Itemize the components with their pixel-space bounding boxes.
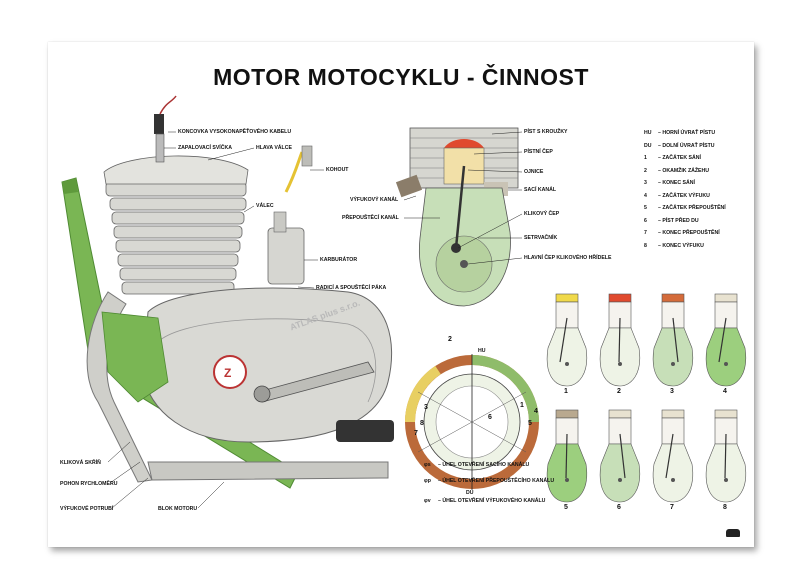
label-spark-cap: KONCOVKA VYSOKONAPĚŤOVÉHO KABELU bbox=[178, 129, 292, 135]
legend-row: HU– HORNÍ ÚVRAŤ PÍSTU bbox=[644, 130, 716, 136]
label-piston-rings: PÍST S KROUŽKY bbox=[524, 129, 568, 135]
timing-mark-7: 7 bbox=[414, 430, 418, 437]
label-main-pin: HLAVNÍ ČEP KLIKOVÉHO HŘÍDELE bbox=[524, 255, 612, 261]
timing-legend-intake: φs– ÚHEL OTEVŘENÍ SACÍHO KANÁLU bbox=[424, 462, 530, 468]
label-crankcase: KLIKOVÁ SKŘÍŇ bbox=[60, 460, 101, 466]
stage-diagram-5 bbox=[546, 409, 588, 503]
label-spark-plug: ZAPALOVACÍ SVÍČKA bbox=[178, 145, 232, 151]
stage-diagram-2 bbox=[599, 293, 641, 387]
label-exhaust-port: VÝFUKOVÝ KANÁL bbox=[350, 197, 399, 203]
timing-bottom-label: DU bbox=[466, 490, 474, 496]
stage-diagram-7 bbox=[652, 409, 694, 503]
legend-row: DU– DOLNÍ ÚVRAŤ PÍSTU bbox=[644, 142, 715, 149]
legend-row: 2– OKAMŽIK ZÁŽEHU bbox=[644, 167, 710, 174]
label-exhaust: VÝFUKOVÉ POTRUBÍ bbox=[60, 506, 114, 512]
legend-row: 6– PÍST PŘED DU bbox=[644, 217, 699, 224]
stage-diagram-6 bbox=[599, 409, 641, 503]
stage-number: 3 bbox=[670, 388, 674, 395]
legend-row: 4– ZAČÁTEK VÝFUKU bbox=[644, 192, 710, 199]
stage-number: 5 bbox=[564, 504, 568, 511]
timing-mark-6: 6 bbox=[488, 414, 492, 421]
stage-diagram-1 bbox=[546, 293, 588, 387]
label-intake: SACÍ KANÁL bbox=[524, 187, 556, 193]
stage-diagram-4 bbox=[705, 293, 747, 387]
timing-mark-5: 5 bbox=[528, 420, 532, 427]
stage-number: 6 bbox=[617, 504, 621, 511]
timing-mark-8: 8 bbox=[420, 420, 424, 427]
label-engine-block: BLOK MOTORU bbox=[158, 506, 198, 512]
label-piston-pin: PÍSTNÍ ČEP bbox=[524, 149, 553, 155]
label-cylinder: VÁLEC bbox=[256, 203, 274, 209]
poster: MOTOR MOTOCYKLU - ČINNOST bbox=[48, 42, 754, 547]
label-gear-lever: RADICÍ A SPOUŠTĚCÍ PÁKA bbox=[316, 285, 387, 291]
stage-number: 4 bbox=[723, 388, 727, 395]
svg-text:Z: Z bbox=[224, 366, 231, 380]
label-transfer: PŘEPOUŠTĚCÍ KANÁL bbox=[342, 215, 399, 221]
legend-row: 7– KONEC PŘEPOUŠTĚNÍ bbox=[644, 230, 720, 236]
label-rod: OJNICE bbox=[524, 169, 544, 175]
label-carburetor: KARBURÁTOR bbox=[320, 257, 358, 263]
label-crank-pin: KLIKOVÝ ČEP bbox=[524, 211, 560, 217]
stage-number: 1 bbox=[564, 388, 568, 395]
engine-cross-section bbox=[395, 127, 523, 307]
timing-mark-3: 3 bbox=[424, 404, 428, 411]
timing-mark-4: 4 bbox=[534, 408, 538, 415]
label-head: HLAVA VÁLCE bbox=[256, 145, 292, 151]
stage-number: 2 bbox=[617, 388, 621, 395]
label-flywheel: SETRVAČNÍK bbox=[524, 235, 558, 241]
stage-diagram-3 bbox=[652, 293, 694, 387]
timing-diagram bbox=[404, 354, 539, 490]
timing-legend-exhaust: φv– ÚHEL OTEVŘENÍ VÝFUKOVÉHO KANÁLU bbox=[424, 498, 546, 504]
timing-top-label: HU bbox=[478, 348, 486, 354]
page-title: MOTOR MOTOCYKLU - ČINNOST bbox=[213, 64, 589, 90]
legend-row: 1– ZAČÁTEK SÁNÍ bbox=[644, 155, 701, 161]
legend-row: 8– KONEC VÝFUKU bbox=[644, 242, 704, 249]
legend-row: 3– KONEC SÁNÍ bbox=[644, 180, 695, 186]
stage-number: 8 bbox=[723, 504, 727, 511]
label-fuel-tap: KOHOUT bbox=[326, 167, 349, 173]
timing-mark-1: 1 bbox=[520, 402, 524, 409]
stage-number: 7 bbox=[670, 504, 674, 511]
timing-legend-transfer: φp– ÚHEL OTEVŘENÍ PŘEPOUŠTĚCÍHO KANÁLU bbox=[424, 478, 555, 484]
publisher-logo bbox=[726, 529, 740, 537]
legend-row: 5– ZAČÁTEK PŘEPOUŠTĚNÍ bbox=[644, 205, 726, 211]
engine-illustration: Z bbox=[61, 95, 394, 509]
timing-mark-2: 2 bbox=[448, 336, 452, 343]
label-speedo-drive: POHON RYCHLOMĚRU bbox=[60, 481, 118, 487]
stage-diagram-8 bbox=[705, 409, 747, 503]
